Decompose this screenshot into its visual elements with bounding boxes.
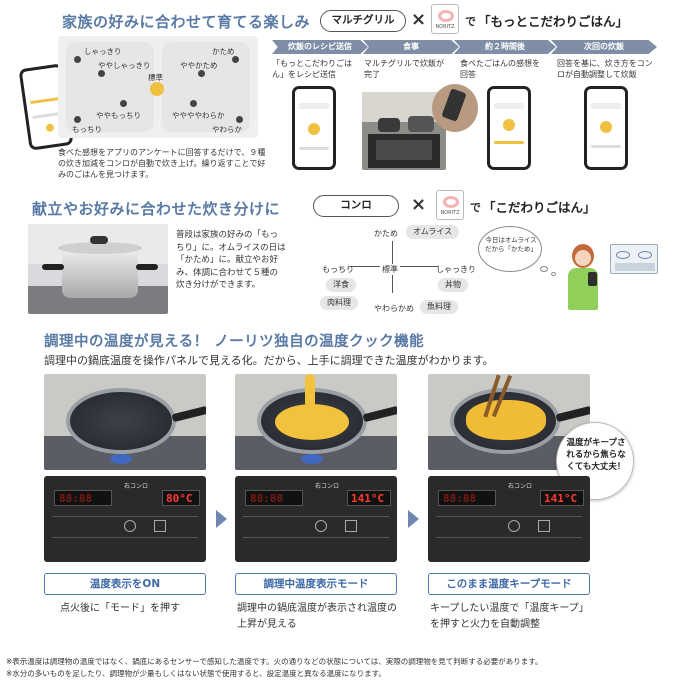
thought-bubble: 今日はオムライスだから「かため」: [478, 226, 542, 272]
step-desc-3: キープしたい温度で「温度キープ」を押すと火力を自動調整: [430, 603, 584, 630]
phone-icon: [487, 86, 531, 170]
axis-right-label: しゃっきり: [436, 265, 476, 274]
keep-button[interactable]: [154, 520, 166, 532]
multigrill-photo: [362, 92, 446, 170]
footnote-1: ※表示温度は調理物の温度ではなく、鍋底にあるセンサーで感知した温度です。火の通り…: [6, 657, 543, 666]
stove-illustration: [610, 244, 658, 274]
map-label-shakkiri: しゃっきり: [84, 47, 122, 56]
map-label-katame: かため: [212, 47, 235, 56]
pan-photo-1: [44, 374, 206, 470]
chip-sakanaryori: 魚料理: [420, 300, 458, 314]
mode-button[interactable]: [315, 520, 327, 532]
step4-label: 次回の炊飯: [551, 40, 657, 54]
axis-center-label: 標準: [380, 264, 400, 275]
step2-label: 食事: [363, 40, 459, 54]
de-particle: で: [465, 15, 476, 28]
section1-quote: 「もっとこだわりごはん」: [478, 14, 629, 29]
temp-display-2: 141°C: [351, 492, 385, 505]
map-label-mocchiri: もっちり: [72, 125, 102, 134]
pan-photo-3: [428, 374, 590, 470]
map-label-yawaraka: やわらか: [212, 125, 242, 134]
times-sign: ×: [411, 9, 427, 30]
standard-marker: [150, 82, 164, 96]
step-label-on: 温度表示をON: [44, 573, 206, 595]
map-label-hyoujun: 標準: [148, 73, 163, 82]
axis-top-label: かため: [374, 229, 398, 238]
chip-omurice: オムライス: [406, 225, 460, 239]
section3-title: 調理中の温度が見える！ ノーリツ独自の温度クック機能: [44, 334, 425, 350]
step3-label: 約２時間後: [454, 40, 556, 54]
section1-title: 家族の好みに合わせて育てる楽しみ: [62, 13, 311, 31]
step1-text: 「もっとこだわりごはん」をレシピ送信: [272, 59, 352, 79]
pan-photo-2: [235, 374, 397, 470]
noritz-logo-icon: NORITZ: [431, 4, 459, 34]
keep-button[interactable]: [345, 520, 357, 532]
multigrill-pill: マルチグリル: [320, 10, 406, 32]
konro-pill: コンロ: [313, 195, 399, 217]
axis-left-label: もっちり: [322, 265, 354, 274]
section2-desc: 普段は家族の好みの「もっちり」に。オムライスの日は「かため」に。献立やお好み、体…: [176, 230, 286, 290]
arrow-right-icon: [408, 510, 419, 528]
chip-yoshoku: 洋食: [326, 278, 356, 292]
step-label-keep: このまま温度キープモード: [428, 573, 590, 595]
footnote-2: ※水分の多いものを足したり、調理物が少量もしくはない状態で使用すると、設定温度と…: [6, 669, 386, 678]
section2-quote: 「こだわりごはん」: [483, 200, 596, 215]
taste-map: しゃっきり ややしゃっきり かため ややかため 標準 ややもっちり もっちり や…: [58, 36, 258, 138]
noritz-logo-icon: NORITZ: [436, 190, 464, 220]
step3-text: 食べたごはんの感想を回答: [460, 59, 540, 79]
chip-nikuryori: 肉料理: [320, 296, 358, 310]
woman-illustration: [566, 244, 600, 310]
mode-button[interactable]: [124, 520, 136, 532]
step-desc-1: 点火後に「モード」を押す: [60, 603, 180, 614]
temp-display-3: 141°C: [544, 492, 578, 505]
arrow-right-icon: [216, 510, 227, 528]
de-particle: で: [470, 201, 481, 214]
control-panel-3: 88:88 141°C 右コンロ: [428, 476, 590, 562]
temp-display-1: 80°C: [166, 492, 193, 505]
section2-title: 献立やお好みに合わせた炊き分けに: [32, 200, 281, 218]
section3-subtitle: 調理中の鍋底温度を操作パネルで見える化。だから、上手に調理できた温度がわかります…: [44, 354, 494, 367]
axis-bottom-label: やわらかめ: [374, 304, 414, 313]
step4-text: 回答を基に、炊き方をコンロが自動調整して炊飯: [557, 59, 653, 79]
map-label-yaya-yawaraka: ややややわらか: [172, 111, 225, 120]
control-panel-2: 88:88 141°C 右コンロ: [235, 476, 397, 562]
map-label-yaya-katame: ややかため: [180, 61, 218, 70]
step1-label: 炊飯のレシピ送信: [272, 40, 368, 54]
step-label-display: 調理中温度表示モード: [235, 573, 397, 595]
section1-desc: 食べた感想をアプリのアンケートに回答するだけで、９種の炊き加減をコンロが自動で炊…: [58, 148, 266, 179]
times-sign: ×: [411, 194, 427, 215]
rice-pot-photo: [28, 224, 168, 314]
keep-button[interactable]: [538, 520, 550, 532]
control-panel-1: 88:88 80°C 右コンロ: [44, 476, 206, 562]
phone-icon: [292, 86, 336, 170]
map-label-yaya-shakkiri: ややしゃっきり: [98, 61, 151, 70]
step2-text: マルチグリルで炊飯が完了: [364, 59, 444, 79]
phone-icon: [584, 86, 628, 170]
keep-bubble: 温度がキープされるから焦らなくても大丈夫！: [556, 422, 634, 500]
hand-phone-photo: [432, 84, 478, 132]
mode-button[interactable]: [508, 520, 520, 532]
chip-donburi: 丼物: [438, 278, 468, 292]
map-label-yaya-mocchiri: ややもっちり: [96, 111, 141, 120]
step-desc-2: 調理中の鍋底温度が表示され温度の上昇が見える: [237, 603, 397, 630]
